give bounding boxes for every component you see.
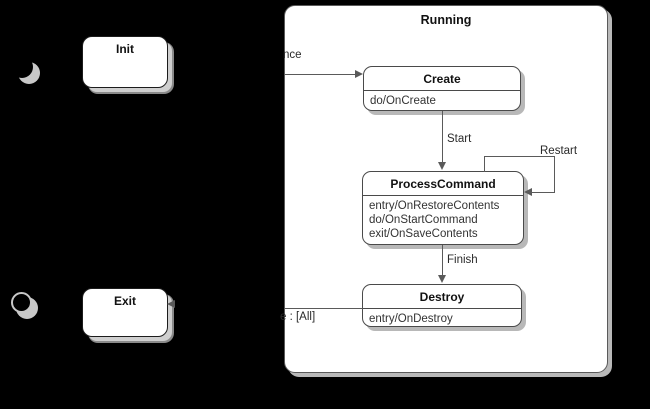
state-exit[interactable]: Exit <box>82 288 168 337</box>
composite-state-running-title: Running <box>420 13 472 27</box>
transition-exit-label: e : [All] <box>280 311 316 323</box>
transition-start-line <box>442 111 444 163</box>
transition-restart-stub-up <box>484 156 486 172</box>
state-processcommand-header: ProcessCommand <box>363 172 523 196</box>
transition-restart-in <box>531 192 555 194</box>
state-create-header: Create <box>364 67 520 91</box>
transition-restart-top <box>484 156 555 158</box>
transition-start-label: Start <box>447 133 472 145</box>
state-destroy[interactable]: Destroy entry/OnDestroy <box>362 284 522 327</box>
transition-restart-label: Restart <box>540 145 578 157</box>
transition-start-arrowhead <box>438 162 446 170</box>
state-destroy-header: Destroy <box>363 285 521 309</box>
state-create[interactable]: Create do/OnCreate <box>363 66 521 111</box>
arrowhead-to-exit <box>167 300 175 308</box>
initial-state-marker[interactable] <box>11 56 44 88</box>
state-init-header: Init <box>83 37 167 60</box>
state-create-activities: do/OnCreate <box>370 95 436 107</box>
state-processcommand-activities: entry/OnRestoreContents do/OnStartComman… <box>369 200 500 240</box>
transition-finish-label: Finish <box>447 254 478 266</box>
final-state-ring <box>11 292 32 313</box>
state-init-label: Init <box>116 41 134 56</box>
transition-entry-arrowhead <box>355 70 363 78</box>
transition-restart-arrowhead <box>524 188 532 196</box>
state-processcommand-label: ProcessCommand <box>390 176 496 191</box>
state-init[interactable]: Init <box>82 36 168 88</box>
transition-exit-line <box>284 308 363 310</box>
state-processcommand[interactable]: ProcessCommand entry/OnRestoreContents d… <box>362 171 524 245</box>
transition-finish-arrowhead <box>438 275 446 283</box>
initial-state-mask <box>11 56 33 78</box>
state-exit-label: Exit <box>113 293 136 308</box>
state-create-label: Create <box>423 71 461 86</box>
state-destroy-activities: entry/OnDestroy <box>369 313 453 325</box>
transition-entry-label: nce <box>283 49 302 61</box>
transition-entry-line <box>284 74 356 76</box>
final-state-marker[interactable] <box>11 292 42 323</box>
transition-finish-line <box>442 245 444 276</box>
state-destroy-label: Destroy <box>419 289 465 304</box>
state-exit-header: Exit <box>83 289 167 312</box>
transition-restart-right <box>554 156 556 193</box>
